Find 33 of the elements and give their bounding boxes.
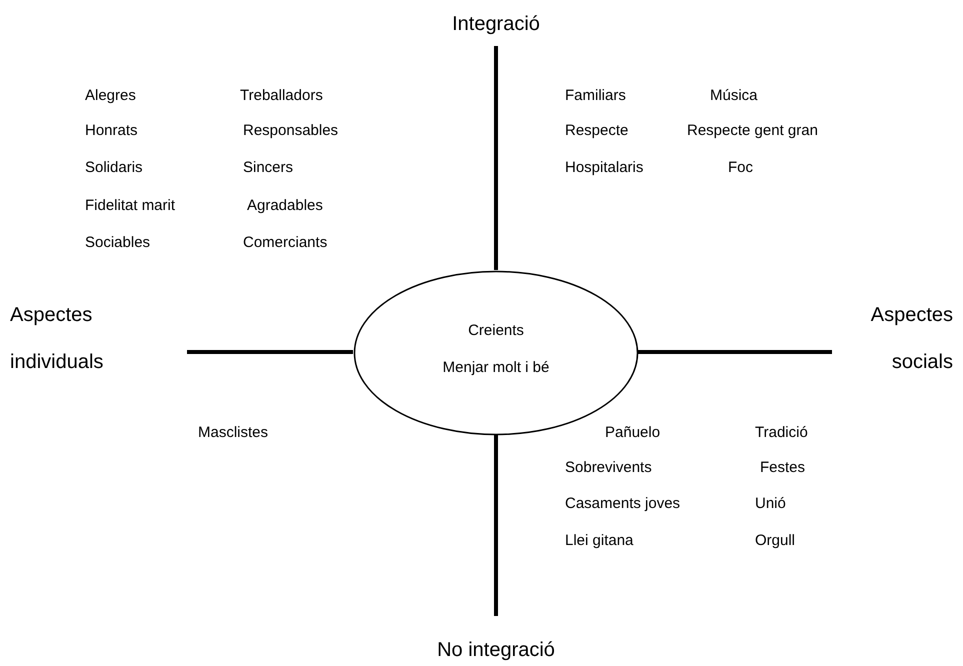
quadrant-term: Pañuelo [605,424,660,442]
quadrant-term: Música [710,87,758,105]
quadrant-term: Solidaris [85,159,143,177]
ellipse-text: Creients [467,322,525,340]
quadrant-term: Sobrevivents [565,459,652,477]
quadrant-term: Agradables [247,197,323,215]
quadrant-term: Unió [755,495,786,513]
quadrant-term: Alegres [85,87,136,105]
axis-title: Aspectes [10,303,92,327]
quadrant-term: Responsables [243,122,338,140]
quadrant-term: Respecte gent gran [687,122,818,140]
quadrant-term: Tradició [755,424,808,442]
quadrant-term: Treballadors [240,87,323,105]
quadrant-term: Sincers [243,159,294,177]
axis-title: individuals [10,350,104,374]
quadrant-term: Hospitalaris [565,159,644,177]
quadrant-term: Casaments joves [565,495,680,513]
quadrant-term: Familiars [565,87,626,105]
axis-title: No integració [437,638,555,662]
ellipse-text: Menjar molt i bé [442,359,550,377]
quadrant-term: Respecte [565,122,628,140]
quadrant-term: Sociables [85,234,150,252]
axis-title: Aspectes [870,303,953,327]
axis-title: socials [892,350,953,374]
quadrant-term: Foc [728,159,754,177]
quadrant-term: Comerciants [243,234,328,252]
axis-title: Integració [452,12,540,36]
quadrant-term: Fidelitat marit [85,197,176,215]
quadrant-term: Llei gitana [565,532,634,550]
quadrant-term: Masclistes [198,424,268,442]
quadrant-term: Honrats [85,122,138,140]
quadrant-term: Orgull [755,532,796,550]
quadrant-term: Festes [760,459,806,477]
